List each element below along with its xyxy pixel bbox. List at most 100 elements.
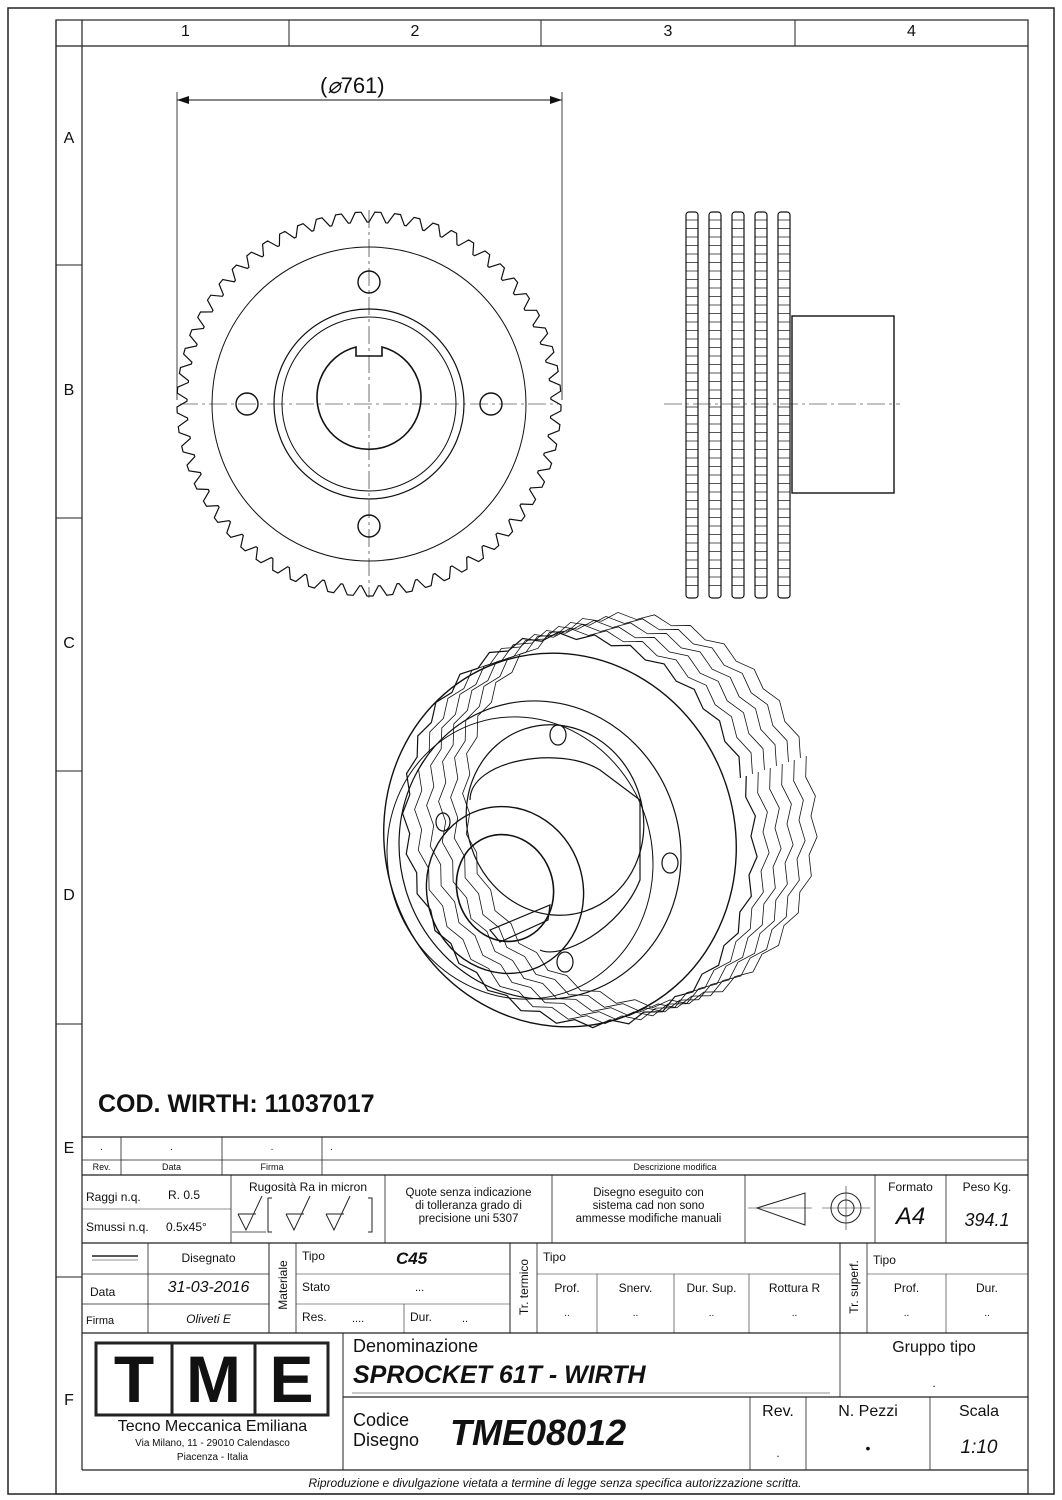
material-res-value: .... bbox=[352, 1313, 365, 1325]
group-value: . bbox=[932, 1376, 936, 1390]
rev-header: Rev. bbox=[92, 1162, 111, 1172]
logo-letter-e: E bbox=[269, 1342, 314, 1416]
cad-note-line-2: sistema cad non sono bbox=[592, 1200, 705, 1212]
scale-label: Scala bbox=[958, 1403, 1000, 1420]
grid-row-e: E bbox=[63, 1140, 75, 1157]
side-sprocket-strand bbox=[685, 211, 699, 599]
tolerance-note-line-2: di tolleranza grado di bbox=[415, 1200, 522, 1212]
tolerance-note: Quote senza indicazione di tolleranza gr… bbox=[385, 1187, 552, 1226]
grid-column-2: 2 bbox=[410, 23, 420, 40]
grid-row-a: A bbox=[63, 130, 75, 147]
material-dur-value: .. bbox=[462, 1313, 469, 1325]
rev-value: . bbox=[776, 1446, 780, 1460]
thermal-type-label: Tipo bbox=[543, 1250, 566, 1264]
diameter-dimension: (⌀761) bbox=[320, 73, 385, 98]
format-label: Formato bbox=[888, 1180, 933, 1194]
iso-tooth-rim bbox=[438, 619, 794, 1017]
cad-note-line-3: ammesse modifiche manuali bbox=[575, 1213, 722, 1225]
logo-letter-m: M bbox=[186, 1342, 241, 1416]
company-address: Via Milano, 11 - 29010 Calendasco bbox=[135, 1438, 290, 1449]
isometric-view bbox=[383, 611, 818, 1029]
rev-sign-header: Firma bbox=[260, 1162, 284, 1172]
drawn-label: Disegnato bbox=[181, 1251, 236, 1265]
surface-side-label: Tr. superf. bbox=[847, 1260, 861, 1314]
code-label-1: Codice bbox=[353, 1410, 410, 1430]
thermal-snerv-value: .. bbox=[632, 1308, 639, 1319]
grid-row-d: D bbox=[63, 887, 75, 904]
denomination-value: SPROCKET 61T - WIRTH bbox=[353, 1361, 646, 1389]
grid-row-f: F bbox=[64, 1392, 74, 1409]
roughness-label: Rugosità Ra in micron bbox=[248, 1180, 368, 1194]
cod-wirth-value: 11037017 bbox=[264, 1090, 375, 1118]
company-name: Tecno Meccanica Emiliana bbox=[117, 1418, 308, 1435]
company-city: Piacenza - Italia bbox=[176, 1452, 249, 1463]
diameter-symbol: ⌀ bbox=[327, 73, 341, 98]
scale-value: 1:10 bbox=[960, 1437, 998, 1458]
tolerance-note-line-1: Quote senza indicazione bbox=[405, 1187, 532, 1199]
iso-tooth-rim bbox=[401, 631, 758, 1029]
pieces-label: N. Pezzi bbox=[838, 1403, 898, 1420]
drawn-date-value: 31-03-2016 bbox=[167, 1279, 250, 1296]
material-dur-label: Dur. bbox=[410, 1310, 433, 1324]
code-label-2: Disegno bbox=[353, 1430, 420, 1450]
cod-wirth-label: COD. WIRTH: bbox=[98, 1090, 258, 1118]
iso-tooth-rim bbox=[450, 615, 806, 1013]
surface-dur-label: Dur. bbox=[975, 1281, 998, 1295]
gear-teeth-outline bbox=[176, 211, 562, 597]
surface-prof-label: Prof. bbox=[893, 1281, 920, 1295]
grid-column-4: 4 bbox=[907, 23, 916, 40]
cod-wirth: COD. WIRTH: 11037017 bbox=[98, 1090, 375, 1119]
thermal-dursup-value: .. bbox=[708, 1308, 715, 1319]
surface-prof-value: .. bbox=[903, 1308, 910, 1319]
front-view bbox=[176, 92, 563, 598]
format-value: A4 bbox=[895, 1203, 926, 1230]
side-sprocket-strand bbox=[777, 211, 791, 599]
material-res-label: Res. bbox=[302, 1310, 327, 1324]
title-block-lines bbox=[82, 1136, 1028, 1471]
side-sprocket-strand bbox=[754, 211, 768, 599]
pieces-value: • bbox=[865, 1440, 871, 1456]
cad-note: Disegno eseguito con sistema cad non son… bbox=[552, 1187, 745, 1226]
material-state-value: ... bbox=[415, 1282, 425, 1294]
grid-row-b: B bbox=[63, 382, 75, 399]
grid-column-1: 1 bbox=[181, 23, 190, 40]
diameter-value: 761 bbox=[340, 73, 378, 98]
material-type-value: C45 bbox=[396, 1249, 428, 1268]
footer-notice: Riproduzione e divulgazione vietata a te… bbox=[308, 1476, 802, 1490]
denomination-label: Denominazione bbox=[353, 1336, 479, 1356]
surface-type-label: Tipo bbox=[873, 1253, 896, 1267]
rev-row-desc: . bbox=[330, 1142, 333, 1153]
side-sprocket-strand bbox=[708, 211, 722, 599]
drawn-sign-label: Firma bbox=[86, 1315, 115, 1327]
chamfer-value: 0.5x45° bbox=[166, 1220, 207, 1234]
side-sprocket-strand bbox=[731, 211, 745, 599]
rev-desc-header: Descrizione modifica bbox=[633, 1162, 717, 1172]
iso-tooth-rim bbox=[462, 611, 818, 1009]
radii-label: Raggi n.q. bbox=[86, 1190, 141, 1204]
material-type-label: Tipo bbox=[302, 1249, 325, 1263]
radii-value: R. 0.5 bbox=[168, 1188, 201, 1202]
grid-row-c: C bbox=[63, 635, 75, 652]
grid-column-3: 3 bbox=[663, 23, 673, 40]
weight-label: Peso Kg. bbox=[962, 1180, 1012, 1194]
chamfer-label: Smussi n.q. bbox=[86, 1220, 149, 1234]
thermal-snerv-label: Snerv. bbox=[618, 1281, 653, 1295]
weight-value: 394.1 bbox=[964, 1210, 1010, 1230]
iso-tooth-rim bbox=[426, 623, 782, 1021]
drawn-date-label: Data bbox=[90, 1285, 116, 1299]
thermal-rottura-value: .. bbox=[791, 1308, 798, 1319]
code-value: TME08012 bbox=[450, 1412, 627, 1453]
thermal-side-label: Tr. termico bbox=[517, 1258, 531, 1316]
drawn-sign-value: Oliveti E bbox=[186, 1312, 231, 1326]
rev-row-date: . bbox=[170, 1142, 173, 1153]
thermal-dursup-label: Dur. Sup. bbox=[686, 1281, 737, 1295]
surface-dur-value: .. bbox=[984, 1308, 990, 1319]
cad-note-line-1: Disegno eseguito con bbox=[593, 1187, 704, 1199]
thermal-rottura-label: Rottura R bbox=[768, 1281, 821, 1295]
group-label: Gruppo tipo bbox=[892, 1339, 976, 1356]
tolerance-note-line-3: precisione uni 5307 bbox=[418, 1213, 519, 1225]
logo-letter-t: T bbox=[113, 1342, 155, 1416]
thermal-prof-value: .. bbox=[564, 1308, 570, 1319]
rev-row-sign: . bbox=[270, 1142, 274, 1153]
